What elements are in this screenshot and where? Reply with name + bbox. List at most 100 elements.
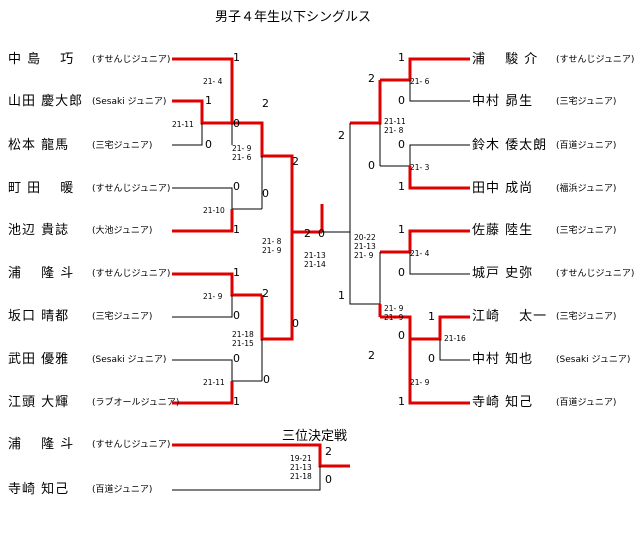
right-player-club: (百道ジュニア) [556, 141, 617, 151]
bracket-line [439, 339, 470, 361]
left-round-score: 1 [233, 395, 240, 408]
left-semi-score: 2 [262, 287, 269, 300]
right-player-club: (百道ジュニア) [556, 398, 617, 408]
left-player-name: 池辺 貴誌 [8, 223, 70, 238]
winner-line [380, 57, 470, 82]
third-player-club: (すせんじジュニア) [92, 440, 171, 450]
third-player-club: (百道ジュニア) [92, 485, 153, 495]
left-round-score: 1 [233, 51, 240, 64]
left-player-club: (すせんじジュニア) [92, 269, 171, 279]
right-match-score: 21- 9 [410, 378, 430, 387]
page-title: 男子４年生以下シングルス [215, 10, 372, 25]
left-round-score: 0 [233, 117, 240, 130]
right-match-score: 21- 4 [410, 249, 430, 258]
right-semi-score: 2 [338, 129, 345, 142]
left-match-score: 21-10 [203, 206, 225, 215]
right-round-score: 0 [398, 329, 405, 342]
left-player-club: (三宅ジュニア) [92, 312, 153, 322]
left-player-club: (すせんじジュニア) [92, 55, 171, 65]
left-match-score: 21- 9 [203, 292, 223, 301]
winner-line [260, 232, 294, 341]
left-round-score: 0 [263, 373, 270, 386]
bracket-line [172, 123, 203, 146]
left-round-score: 0 [233, 309, 240, 322]
winner-line [408, 339, 470, 405]
right-match-score: 21-16 [444, 334, 466, 343]
winner-line [408, 166, 470, 190]
winner-line [172, 99, 232, 125]
winner-line [172, 57, 234, 101]
left-semi-score: 2 [292, 155, 299, 168]
left-player-club: (三宅ジュニア) [92, 141, 153, 151]
right-round-score: 1 [428, 310, 435, 323]
winner-line [172, 381, 234, 405]
third-top-score: 2 [325, 445, 332, 458]
final-left-score: 2 [304, 227, 311, 240]
winner-line [172, 272, 262, 297]
right-round-score: 0 [398, 266, 405, 279]
left-round-score: 0 [233, 180, 240, 193]
right-player-club: (Sesaki ジュニア) [556, 355, 631, 365]
left-semi-score: 0 [292, 317, 299, 330]
right-round-score: 0 [428, 352, 435, 365]
right-player-name: 江崎 太一 [472, 309, 548, 324]
left-player-club: (すせんじジュニア) [92, 184, 171, 194]
right-player-name: 浦 駿 介 [472, 52, 539, 67]
left-semi-score: 2 [262, 97, 269, 110]
right-round-score: 1 [398, 51, 405, 64]
right-player-name: 寺崎 知己 [472, 395, 534, 410]
right-player-name: 中村 知也 [472, 352, 534, 367]
left-player-name: 中 島 巧 [8, 52, 75, 67]
winner-line [172, 209, 234, 233]
left-player-name: 町 田 暖 [8, 181, 75, 196]
left-player-name: 松本 龍馬 [8, 138, 70, 153]
left-round-score: 1 [233, 223, 240, 236]
third-bot-score: 0 [325, 473, 332, 486]
left-match-score: 21-11 [203, 378, 225, 387]
winner-line [350, 80, 382, 125]
third-place-label: 三位決定戦 [282, 429, 348, 444]
bracket-line [172, 466, 321, 491]
right-match-score: 21- 3 [410, 163, 430, 172]
winner-line [380, 229, 470, 254]
right-round-score: 0 [398, 138, 405, 151]
left-round-score: 0 [205, 138, 212, 151]
left-player-name: 浦 隆 斗 [8, 266, 75, 281]
right-player-club: (すせんじジュニア) [556, 269, 635, 279]
left-player-name: 江頭 大輝 [8, 395, 70, 410]
right-player-name: 佐藤 陸生 [472, 223, 534, 238]
left-round-score: 0 [233, 352, 240, 365]
third-player-name: 浦 隆 斗 [8, 437, 75, 452]
left-semi-score: 0 [262, 187, 269, 200]
right-player-club: (すせんじジュニア) [556, 55, 635, 65]
winner-line [410, 315, 470, 341]
right-round-score: 1 [398, 223, 405, 236]
bracket-line [380, 144, 470, 167]
bracket-line [172, 359, 262, 382]
left-round-score: 1 [233, 266, 240, 279]
left-player-name: 坂口 晴都 [8, 309, 70, 324]
winner-line [172, 443, 350, 468]
right-player-club: (福浜ジュニア) [556, 184, 617, 194]
right-player-name: 田中 成尚 [472, 181, 534, 196]
right-round-score: 1 [398, 180, 405, 193]
bracket-line [172, 187, 262, 210]
left-match-score: 21-11 [172, 120, 194, 129]
right-round-score: 1 [398, 395, 405, 408]
third-player-name: 寺崎 知己 [8, 482, 70, 497]
right-semi-score: 2 [368, 72, 375, 85]
right-semi-score: 2 [368, 349, 375, 362]
right-player-name: 鈴木 倭太朗 [472, 138, 548, 153]
winner-line [230, 101, 322, 234]
left-player-name: 山田 慶大郎 [8, 94, 84, 109]
right-player-club: (三宅ジュニア) [556, 312, 617, 322]
right-match-score: 21- 6 [410, 77, 430, 86]
